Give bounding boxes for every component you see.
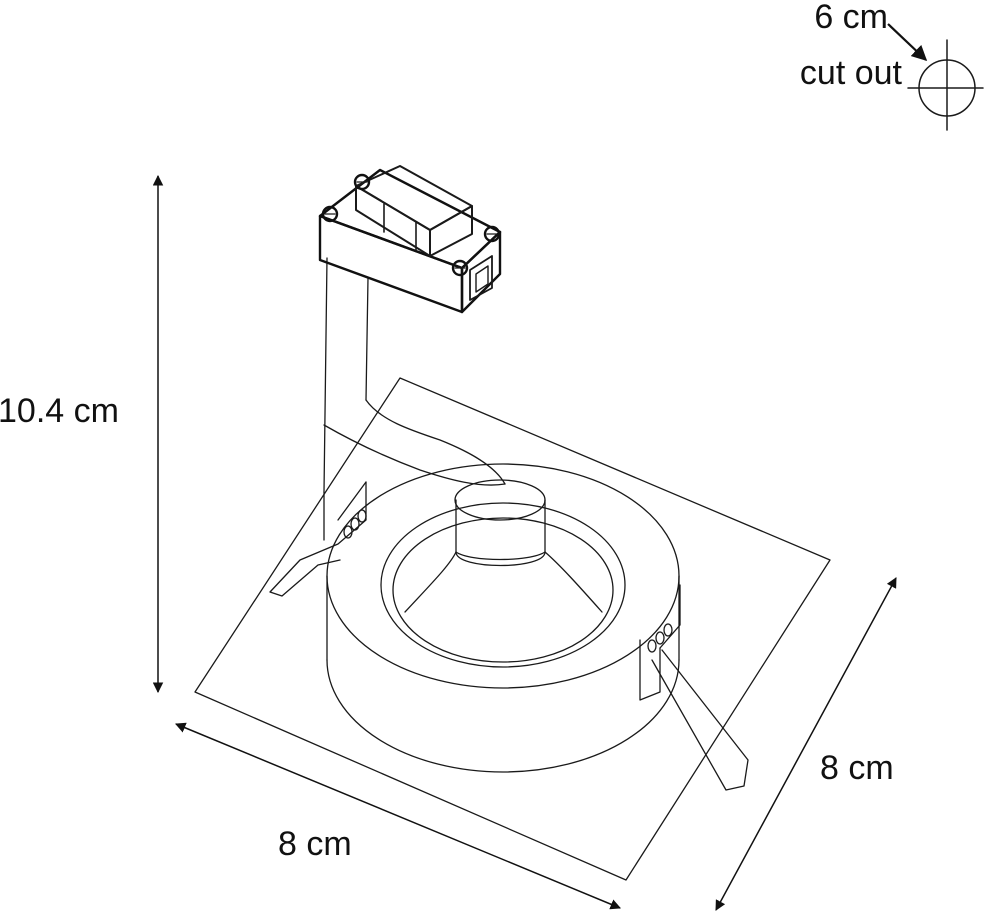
screw-icon: [451, 259, 469, 277]
screw-icon: [483, 225, 501, 243]
screw-icon: [353, 173, 371, 191]
cutout-caption: cut out: [800, 54, 903, 92]
cable-stem: [323, 257, 506, 541]
mounting-plate: [194, 377, 831, 881]
height-label: 10.4 cm: [0, 392, 119, 430]
left-spring-clip: [269, 481, 367, 597]
width-dimension-line: [175, 722, 621, 910]
inner-ring-outer: [380, 502, 626, 668]
depth-dimension-line: [715, 577, 897, 911]
depth-label: 8 cm: [820, 749, 894, 787]
cutout-diameter-label: 6 cm: [814, 0, 888, 36]
cutout-arrow: [887, 23, 928, 62]
lamp-reflector: [404, 479, 603, 613]
screw-icon: [321, 205, 339, 223]
right-spring-clip: [639, 584, 749, 791]
cutout-symbol: [887, 23, 984, 131]
outer-ring: [326, 463, 680, 773]
width-label: 8 cm: [278, 825, 352, 863]
inner-ring-inner: [392, 517, 614, 663]
junction-box: [318, 165, 502, 314]
